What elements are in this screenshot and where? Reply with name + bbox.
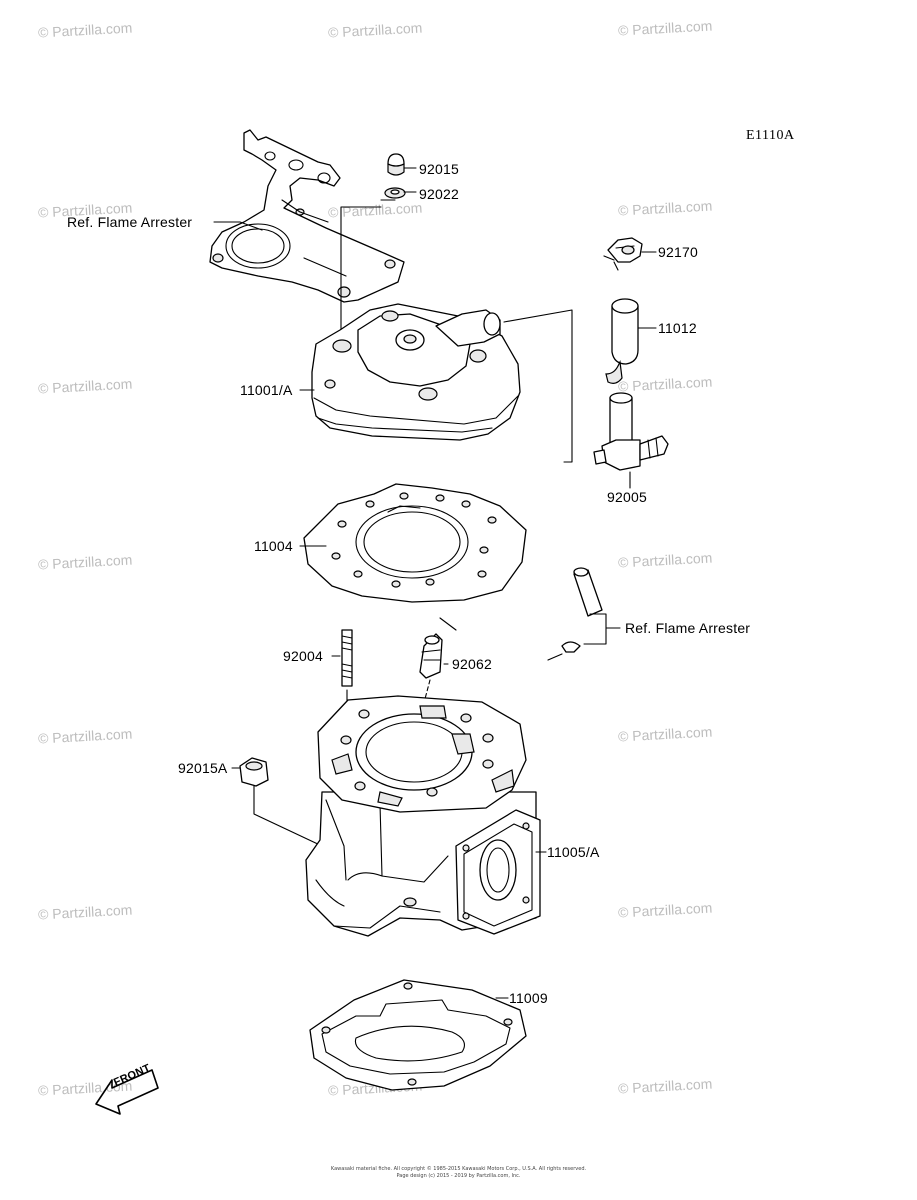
part-label-11001A: 11001/A [240,382,293,398]
head-gasket-11004 [303,483,527,603]
part-label-92015A: 92015A [178,760,228,776]
diagram-code: E1110A [746,128,795,143]
part-label-11004: 11004 [254,538,293,554]
footer-design: Page design (c) 2015 - 2019 by Partzilla… [396,1173,521,1179]
ref-flame-arrester-label: Ref. Flame Arrester [67,214,193,230]
cylinder-head [311,303,521,441]
part-label-92004: 92004 [283,648,323,664]
base-gasket-11009 [309,979,527,1091]
cap-nut-92015 [387,153,405,176]
cylinder-11005A [305,695,541,937]
part-label-92062: 92062 [452,656,492,672]
part-label-92170: 92170 [658,244,698,260]
part-label-92015: 92015 [419,161,459,177]
part-label-92005: 92005 [607,489,647,505]
front-arrow-icon [95,1069,159,1115]
part-label-11012: 11012 [658,320,697,336]
flame-arrester-bracket [209,129,405,303]
flame-arrester-tube [561,567,603,653]
part-label-92022: 92022 [419,186,459,202]
fitting-92005 [593,392,669,471]
footer-copyright: Kawasaki material fiche. All copyright ©… [330,1166,587,1172]
part-label-11005A: 11005/A [547,844,600,860]
hose-11012 [605,298,639,384]
ref-flame-arrester-label: Ref. Flame Arrester [625,620,751,636]
part-label-11009: 11009 [509,990,548,1006]
clamp-92170 [603,237,643,271]
stud-92004 [341,629,353,687]
pipe-92062 [419,617,457,679]
washer-92022 [384,187,406,199]
nut-92015A [239,757,269,787]
